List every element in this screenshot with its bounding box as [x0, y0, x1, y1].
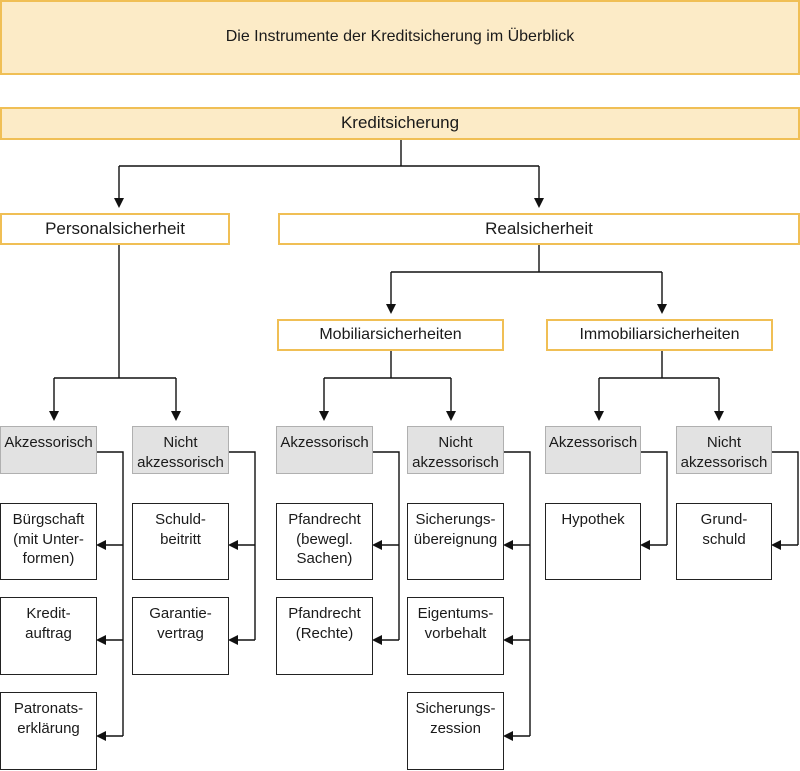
- node-mobiliar-akzessorisch: Akzessorisch: [276, 426, 373, 474]
- connector-immobiliar: [599, 350, 719, 379]
- leaf-pfandrecht-sachen: Pfandrecht (bewegl. Sachen): [276, 503, 373, 580]
- node-kreditsicherung: Kreditsicherung: [0, 107, 800, 140]
- bracket-immobiliar-nicht: [771, 451, 799, 545]
- connector-real: [391, 244, 662, 273]
- leaf-buergschaft: Bürgschaft (mit Unter- formen): [0, 503, 97, 580]
- node-immobiliar-nicht-akzessorisch: Nicht akzessorisch: [676, 426, 772, 474]
- leaf-pfandrecht-rechte: Pfandrecht (Rechte): [276, 597, 373, 675]
- bracket-personal-nicht: [228, 451, 256, 640]
- leaf-kreditauftrag: Kredit- auftrag: [0, 597, 97, 675]
- bracket-mobiliar-nicht: [503, 451, 531, 736]
- leaf-grundschuld: Grund- schuld: [676, 503, 772, 580]
- leaf-garantievertrag: Garantie- vertrag: [132, 597, 229, 675]
- node-immobiliar-akzessorisch: Akzessorisch: [545, 426, 641, 474]
- leaf-patronatserklaerung: Patronats- erklärung: [0, 692, 97, 770]
- page-title: Die Instrumente der Kreditsicherung im Ü…: [0, 0, 800, 75]
- node-mobiliar-nicht-akzessorisch: Nicht akzessorisch: [407, 426, 504, 474]
- node-personal-akzessorisch: Akzessorisch: [0, 426, 97, 474]
- leaf-sicherungszession: Sicherungs- zession: [407, 692, 504, 770]
- node-personal-nicht-akzessorisch: Nicht akzessorisch: [132, 426, 229, 474]
- connector-mobiliar: [324, 350, 451, 379]
- leaf-sicherungsuebereignung: Sicherungs- übereignung: [407, 503, 504, 580]
- connector-root: [119, 139, 539, 167]
- bracket-immobiliar-akz: [640, 451, 668, 545]
- leaf-schuldbeitritt: Schuld- beitritt: [132, 503, 229, 580]
- leaf-hypothek: Hypothek: [545, 503, 641, 580]
- leaf-eigentumsvorbehalt: Eigentums- vorbehalt: [407, 597, 504, 675]
- node-immobiliarsicherheiten: Immobiliarsicherheiten: [546, 319, 773, 351]
- node-realsicherheit: Realsicherheit: [278, 213, 800, 245]
- bracket-personal-akz: [96, 451, 124, 736]
- node-personalsicherheit: Personalsicherheit: [0, 213, 230, 245]
- connector-personal: [54, 245, 176, 379]
- bracket-mobiliar-akz: [372, 451, 400, 640]
- node-mobiliarsicherheiten: Mobiliarsicherheiten: [277, 319, 504, 351]
